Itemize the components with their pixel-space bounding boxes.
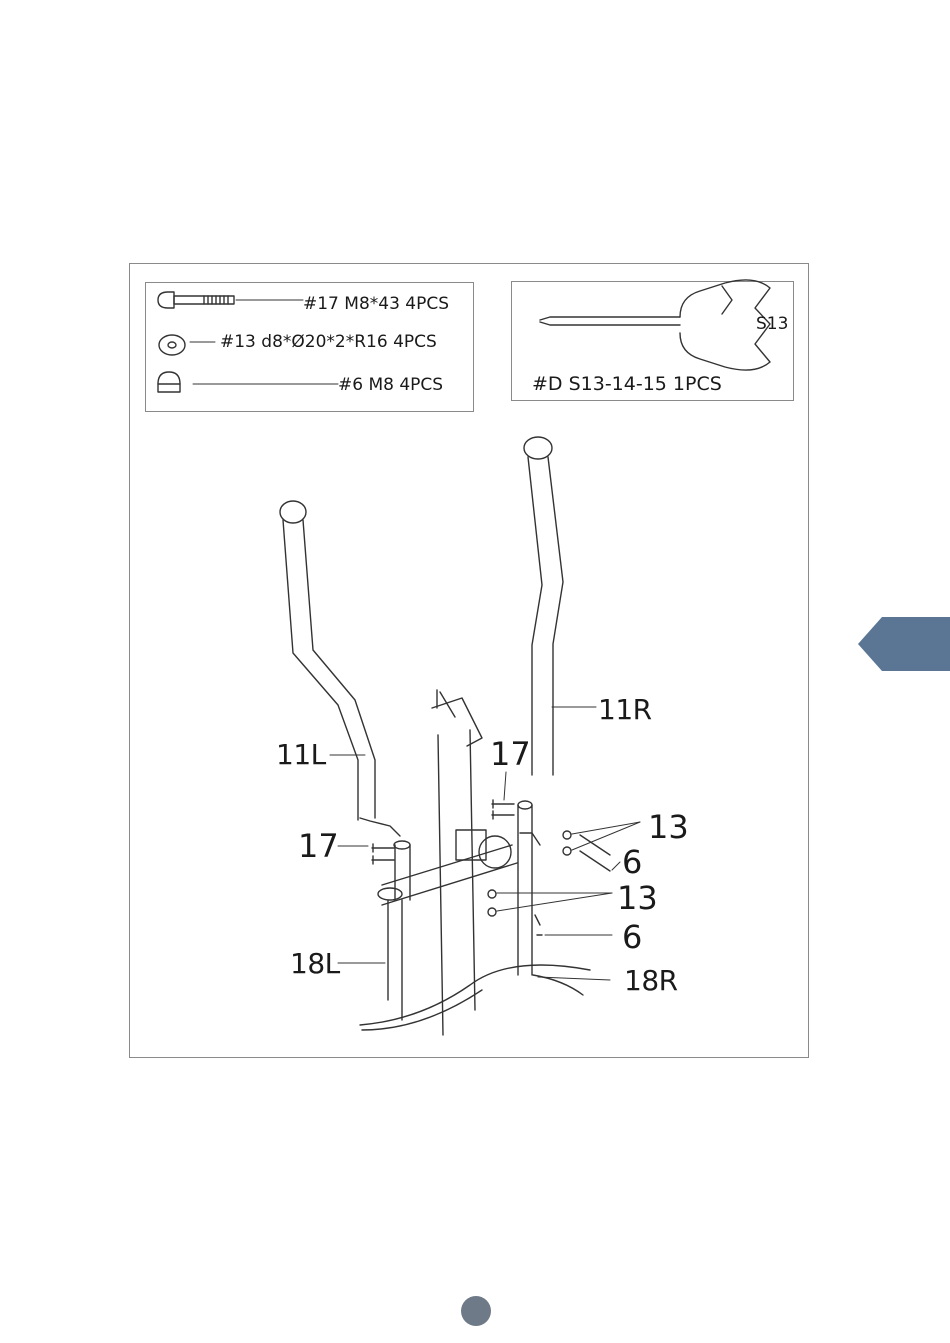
tool-spec: #D S13-14-15 1PCS [532,375,722,394]
bolt-17-left [372,844,394,864]
bolt-spec: #17 M8*43 4PCS [303,296,449,313]
bolt-icon [158,292,303,308]
callout-13-right: 13 [648,811,689,843]
callout-11l: 11L [276,741,326,769]
washer-icon [159,335,215,355]
washers-nuts-center [488,890,542,935]
nut-spec: #6 M8 4PCS [338,377,443,394]
section-tab-arrow [858,617,950,671]
callout-18l: 18L [290,950,340,978]
callout-13-center: 13 [617,882,658,914]
bolt-17-right [492,800,514,819]
callout-18r: 18R [624,967,678,995]
callout-6-center: 6 [622,921,642,953]
wrench-icon [540,280,770,370]
washer-spec: #13 d8*Ø20*2*R16 4PCS [220,334,437,351]
callout-17-right: 17 [490,738,531,770]
wrench-size-mark: S13 [756,316,788,333]
callout-6-right: 6 [622,846,642,878]
callout-17-left: 17 [298,830,339,862]
right-handle [524,437,563,775]
cap-nut-icon [158,372,338,392]
callout-11r: 11R [598,696,652,724]
left-handle [280,501,400,836]
page-number-badge [461,1296,491,1326]
left-upright [378,841,410,1020]
